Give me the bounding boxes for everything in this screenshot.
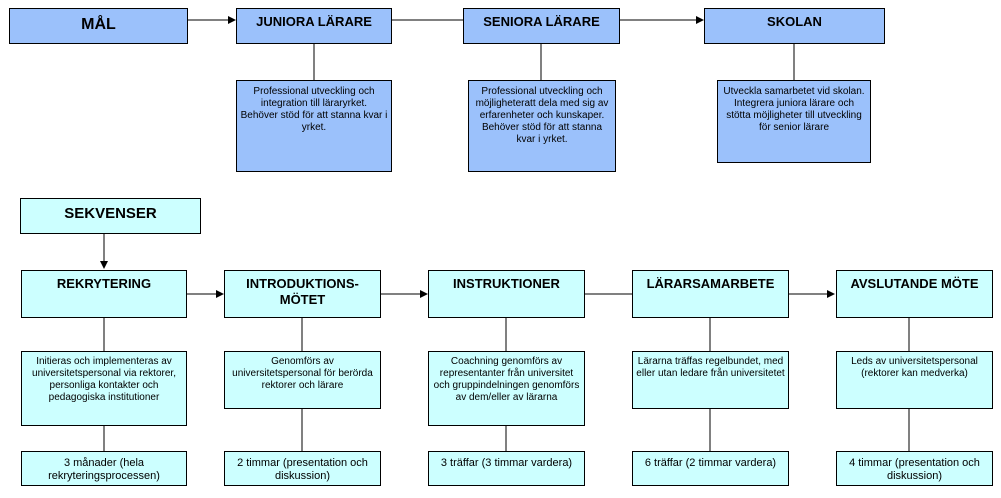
step-instruktioner-duration: 3 träffar (3 timmar vardera) xyxy=(428,451,585,486)
step-instruktioner-desc: Coachning genomförs av representanter fr… xyxy=(428,351,585,426)
step-instruktioner-title: INSTRUKTIONER xyxy=(428,270,585,318)
step-lararsamarbete-title: LÄRARSAMARBETE xyxy=(632,270,789,318)
step-avslutande-desc: Leds av universitetspersonal (rektorer k… xyxy=(836,351,993,409)
sequence-title: SEKVENSER xyxy=(20,198,201,234)
step-avslutande-duration: 4 timmar (presentation och diskussion) xyxy=(836,451,993,486)
step-rekrytering-duration: 3 månader (hela rekryteringsprocessen) xyxy=(21,451,187,486)
goal-juniora-desc: Professional utveckling och integration … xyxy=(236,80,392,172)
goal-mal-box: MÅL xyxy=(9,8,188,44)
step-rekrytering-desc: Initieras och implementeras av universit… xyxy=(21,351,187,426)
goal-seniora-desc: Professional utveckling och möjlighetera… xyxy=(468,80,616,172)
step-introduktion-desc: Genomförs av universitetspersonal för be… xyxy=(224,351,381,409)
goal-seniora-box: SENIORA LÄRARE xyxy=(463,8,620,44)
step-lararsamarbete-duration: 6 träffar (2 timmar vardera) xyxy=(632,451,789,486)
goal-juniora-box: JUNIORA LÄRARE xyxy=(236,8,392,44)
goal-skolan-box: SKOLAN xyxy=(704,8,885,44)
step-lararsamarbete-desc: Lärarna träffas regelbundet, med eller u… xyxy=(632,351,789,409)
step-introduktion-title: INTRODUKTIONS- MÖTET xyxy=(224,270,381,318)
step-introduktion-duration: 2 timmar (presentation och diskussion) xyxy=(224,451,381,486)
step-avslutande-title: AVSLUTANDE MÖTE xyxy=(836,270,993,318)
goal-skolan-desc: Utveckla samarbetet vid skolan. Integrer… xyxy=(717,80,871,163)
step-rekrytering-title: REKRYTERING xyxy=(21,270,187,318)
